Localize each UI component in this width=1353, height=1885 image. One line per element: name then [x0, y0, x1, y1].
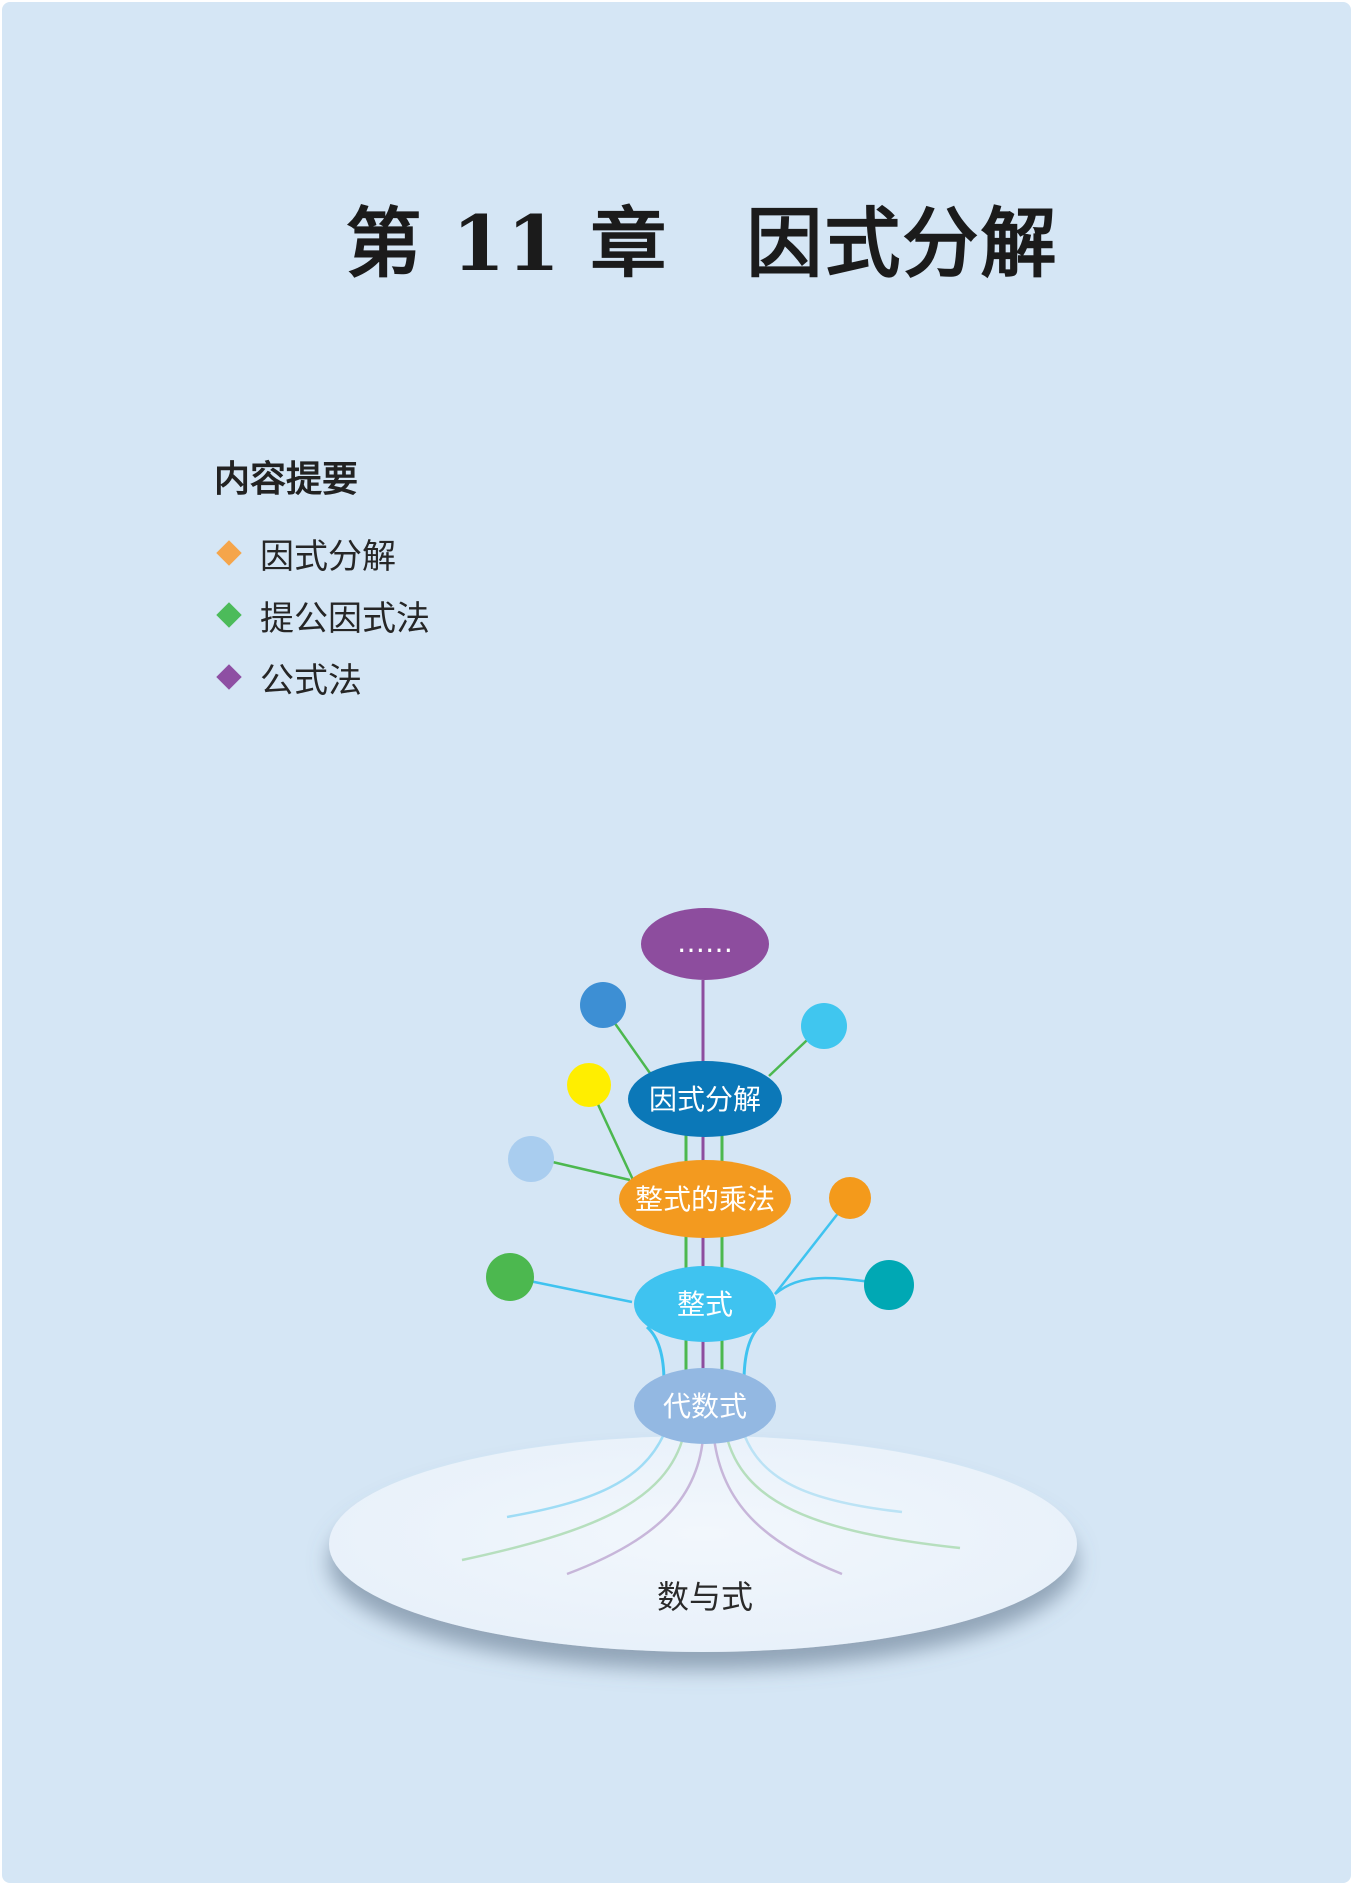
leaf-circle	[864, 1260, 914, 1310]
node-algebraic-expression	[634, 1368, 776, 1444]
leaf-circle	[486, 1253, 534, 1301]
summary-heading: 内容提要	[214, 458, 359, 500]
summary-item: 提公因式法	[214, 584, 430, 646]
node-polynomial-label: 整式	[677, 1288, 733, 1321]
leaf-circle	[580, 982, 626, 1028]
summary-item-label: 因式分解	[260, 536, 396, 577]
node-polynomial	[634, 1266, 776, 1342]
leaf-circle	[801, 1003, 847, 1049]
summary-list: 因式分解 提公因式法 公式法	[214, 522, 430, 708]
node-factorization-label: 因式分解	[649, 1083, 761, 1116]
branch-lines	[509, 1004, 889, 1304]
root-lines	[461, 1433, 961, 1576]
leaf-circle	[829, 1177, 871, 1219]
summary-item: 因式分解	[214, 522, 430, 584]
node-ellipsis-label: ……	[677, 926, 733, 959]
node-polynomial-multiplication	[619, 1160, 791, 1238]
leaf-circle	[508, 1136, 554, 1182]
chapter-title: 第 11 章 因式分解	[345, 199, 1059, 288]
base-label: 数与式	[657, 1578, 753, 1616]
node-ellipsis	[641, 908, 769, 980]
base-platform	[329, 1436, 1077, 1652]
node-algebraic-expression-label: 代数式	[663, 1390, 747, 1423]
summary-item: 公式法	[214, 646, 430, 708]
summary-item-label: 公式法	[260, 660, 362, 701]
leaf-circle	[567, 1063, 611, 1107]
node-factorization	[628, 1061, 782, 1137]
node-polynomial-multiplication-label: 整式的乘法	[635, 1183, 775, 1216]
summary-item-label: 提公因式法	[260, 598, 430, 639]
